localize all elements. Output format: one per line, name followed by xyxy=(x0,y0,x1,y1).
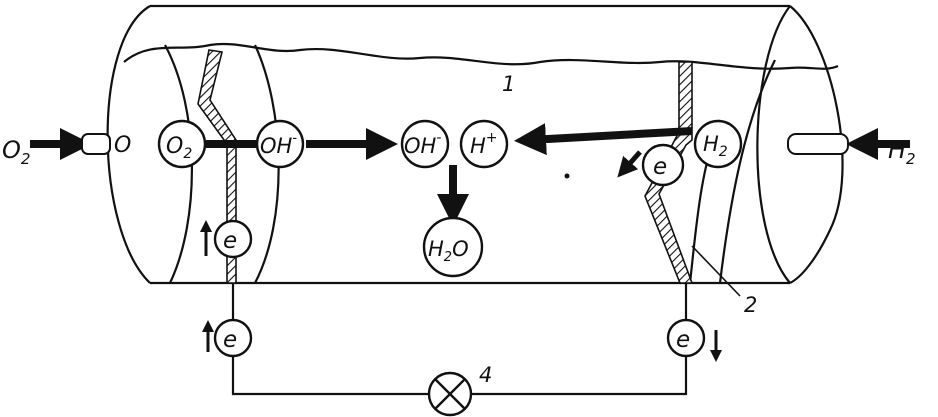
particle-water: H2O xyxy=(422,216,484,278)
electron-wire-right: e xyxy=(666,318,706,358)
region-1-label: 1 xyxy=(502,72,515,96)
electrolyte-dot xyxy=(564,173,570,179)
o2-inlet-tube xyxy=(81,133,111,155)
cylinder-right-end xyxy=(789,5,844,284)
h-plus-migration-arrow xyxy=(514,123,693,156)
svg-text:OH-: OH- xyxy=(260,131,297,158)
particle-oh-center: OH- xyxy=(400,119,450,169)
h2-inlet-label: H2 xyxy=(888,136,916,168)
svg-text:OH-: OH- xyxy=(404,130,441,158)
particle-h2: H2 xyxy=(693,119,743,169)
lamp-4-label: 4 xyxy=(479,363,492,387)
svg-text:O2: O2 xyxy=(166,134,192,162)
electrode-2-label: 2 xyxy=(744,293,757,317)
h2-inlet-tube xyxy=(787,133,849,155)
electrolyte-surface xyxy=(123,42,839,70)
svg-text:e: e xyxy=(676,327,690,353)
o2-inlet-label: O2 xyxy=(2,136,30,168)
electron-cathode: e xyxy=(213,219,253,259)
particle-h-plus: H+ xyxy=(459,119,509,169)
svg-text:H2: H2 xyxy=(703,132,728,160)
electron-wire-left: e xyxy=(213,318,253,358)
left-electrode-plate xyxy=(197,49,237,284)
lamp-icon xyxy=(427,371,473,417)
external-circuit xyxy=(200,220,722,417)
cylinder-right-rim xyxy=(756,5,791,284)
o2-port-label: O xyxy=(114,133,131,158)
electron-anode: e xyxy=(641,143,685,187)
flow-arrows xyxy=(30,123,910,226)
svg-text:H+: H+ xyxy=(470,130,498,158)
svg-text:e: e xyxy=(653,154,667,180)
svg-text:e: e xyxy=(223,228,237,254)
svg-text:H2O: H2O xyxy=(428,237,469,265)
particle-oh-left: OH- xyxy=(255,119,305,169)
electrode-callout-line xyxy=(691,245,741,297)
particle-o2: O2 xyxy=(157,119,207,169)
svg-text:e: e xyxy=(223,327,237,353)
electron-release-arrow xyxy=(617,150,642,178)
